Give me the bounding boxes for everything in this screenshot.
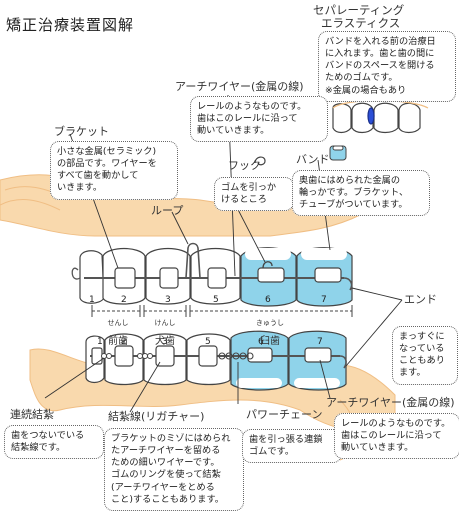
power-chain-label: パワーチェーン [246, 408, 323, 421]
end-label: エンド [404, 293, 437, 306]
upper-bracket-5 [207, 267, 227, 289]
region-molar-label: 臼歯 [260, 336, 280, 348]
upper-tooth-number-1: 1 [89, 295, 95, 305]
page-title: 矯正治療装置図解 [6, 16, 135, 34]
upper-tooth-numbers: 1 2 3 5 6 7 [89, 295, 327, 305]
leader-loop [171, 211, 189, 245]
region-molar: きゅうし 臼歯 [245, 309, 295, 348]
continuous-ligature-label: 連続結紮 [10, 408, 54, 421]
lower-tooth-number-1: 1 [97, 337, 103, 347]
leader-end-1 [351, 287, 403, 301]
hook-icon [254, 156, 266, 166]
upper-tooth-number-5: 5 [213, 295, 219, 305]
bracket-label: ブラケット [54, 125, 109, 138]
region-canine: けんし 犬歯 [145, 309, 185, 348]
archwire-bottom-label: アーチワイヤー(金属の線) [326, 396, 455, 409]
upper-bracket-3 [159, 267, 179, 289]
loop-label: ループ [151, 204, 184, 217]
continuous-ligature-note: 歯をつないでいる 結紮線です。 [4, 425, 104, 460]
separator-inset [332, 99, 429, 134]
upper-tooth-number-7: 7 [321, 295, 327, 305]
upper-tooth-number-2: 2 [121, 295, 127, 305]
separator-note: バンドを入れる前の治療日 に入れます。歯と歯の間に バンドのスペースを開ける た… [318, 31, 456, 102]
hook-note: ゴムを引っか けるところ [214, 177, 294, 212]
lower-wire-end [339, 355, 347, 369]
lower-tooth-number-6: 6 [258, 337, 264, 347]
region-molar-ruby: きゅうし [256, 318, 284, 327]
lower-bracket-2 [114, 345, 134, 367]
region-markers [91, 305, 353, 317]
lower-tooth-number-5: 5 [205, 337, 211, 347]
band-label: バンド [296, 153, 330, 166]
hook-label: フック [228, 159, 261, 172]
separator-label-line1: セパレーティング [313, 3, 405, 17]
upper-bracket-2 [114, 267, 136, 289]
lower-tooth-number-7: 7 [317, 337, 323, 347]
power-chain [218, 352, 254, 360]
lower-bracket-3 [155, 345, 175, 367]
ligature-note: ブラケットのミゾにはめられ たアーチワイヤーを留める ための細いワイヤーです。 … [104, 428, 244, 511]
upper-wire-end [343, 277, 353, 291]
lower-tooth-number-2: 2 [121, 337, 127, 347]
band-icon [329, 145, 347, 161]
upper-band-7-crown [301, 248, 347, 260]
band-note: 奥歯にはめられた金属の 輪っかです。ブラケット、 チューブがついています。 [292, 170, 430, 217]
upper-teeth [79, 247, 353, 307]
upper-tooth-number-3: 3 [165, 295, 171, 305]
archwire-top-note: レールのようなものです。 歯はこのレールに沿って 動いていきます。 [190, 96, 328, 143]
lower-tube-7 [304, 347, 332, 363]
upper-ligature-tie [71, 267, 81, 280]
separator-label-line2: エラスティクス [321, 16, 401, 31]
upper-band-6-crown [245, 248, 291, 260]
region-incisor-ruby: せんし [107, 318, 129, 327]
upper-hook [262, 261, 273, 269]
end-note: まっすぐに なっている こともあり ます。 [392, 326, 458, 385]
upper-brackets [114, 267, 342, 289]
separator-label: セパレーティング エラスティクス [313, 3, 405, 31]
upper-tube-6 [257, 267, 285, 283]
region-incisor: せんし 前歯 [98, 309, 138, 348]
leader-end-2 [345, 299, 403, 367]
upper-loop [185, 242, 201, 279]
leader-ligature [129, 361, 161, 413]
region-canine-label: 犬歯 [155, 336, 175, 348]
lower-tube-6 [247, 347, 273, 363]
ligature-label: 結紮線(リガチャー) [108, 410, 205, 423]
lower-brackets [91, 345, 332, 367]
lower-bracket-1 [91, 347, 103, 365]
lower-tooth-numbers: 1 2 3 5 6 7 [97, 337, 323, 347]
bracket-note: 小さな金属(セラミック) の部品です。ワイヤーを すべて歯を動かして いきます。 [50, 141, 178, 200]
archwire-bottom-note: レールのようなものです。 歯はこのレールに沿って 動いていきます。 [334, 413, 459, 460]
lower-tooth-number-3: 3 [162, 337, 168, 347]
region-canine-ruby: けんし [154, 318, 176, 327]
leader-continuous [44, 357, 105, 399]
archwire-top-label: アーチワイヤー(金属の線) [175, 80, 304, 93]
upper-tube-7 [314, 267, 342, 283]
upper-tooth-number-6: 6 [265, 295, 271, 305]
lower-bracket-5 [198, 345, 218, 367]
leader-archwire-bottom [319, 359, 331, 399]
lower-band-7-crown [294, 378, 340, 388]
continuous-ligature-beads [101, 353, 153, 359]
power-chain-note: 歯を引っ張る連鎖 ゴムです。 [242, 429, 342, 464]
lower-band-6-crown [236, 378, 282, 388]
region-incisor-label: 前歯 [108, 336, 128, 348]
